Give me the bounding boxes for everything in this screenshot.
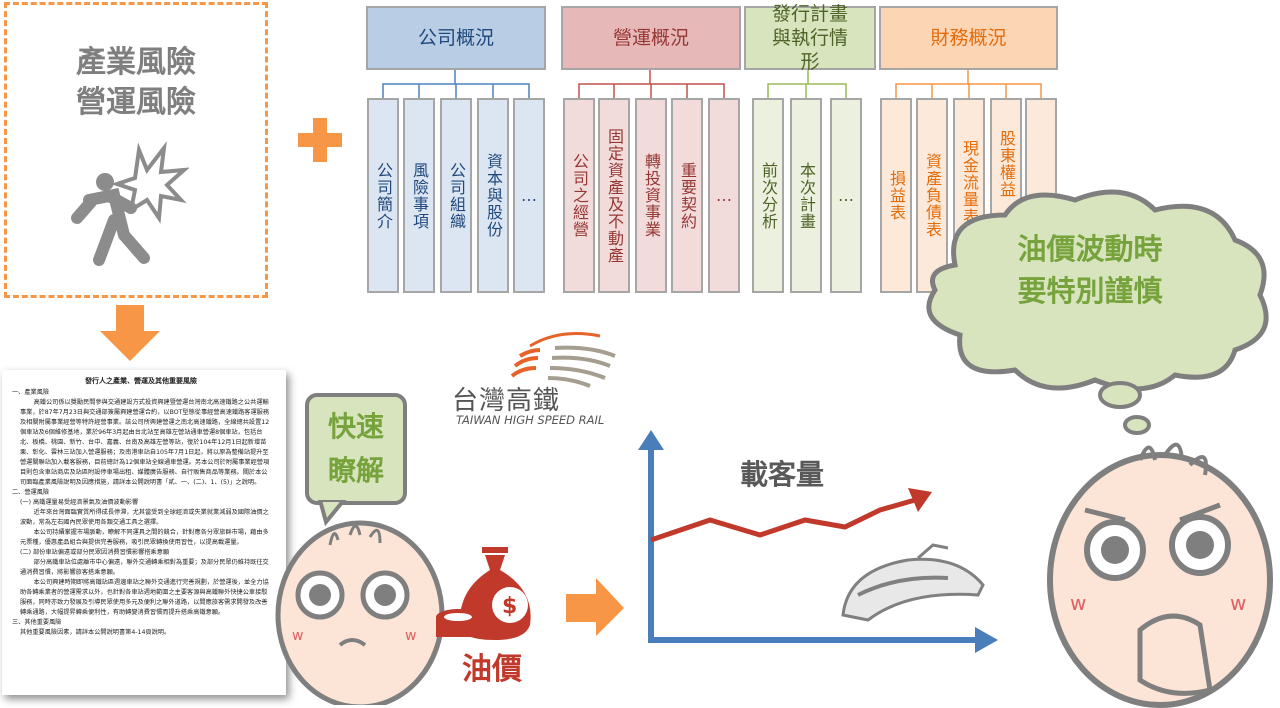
sub-label: … (519, 185, 539, 206)
document-title: 發行人之產業、營運及其他重要風險 (85, 377, 197, 385)
sub-item: 固定資產及不動產 (598, 98, 630, 293)
high-speed-train-icon (841, 543, 985, 622)
section-heading: 一、產業風險 (12, 389, 50, 396)
sub-label: 固定資產及不動產 (605, 127, 624, 264)
sub-label: 現金流量表 (960, 140, 979, 225)
cloud-line-1: 油價波動時 (1017, 232, 1163, 266)
category-issuance-plan: 發行計畫與執行情形 (744, 3, 876, 73)
section-paragraph: 其他重要風險因素，請詳本公開說明書第4-14頁說明。 (20, 629, 171, 636)
sub-item: 公司之經營 (563, 98, 595, 293)
sub-item: 轉投資事業 (635, 98, 667, 293)
chart-label: 載客量 (740, 458, 825, 491)
svg-text:w: w (1070, 591, 1086, 615)
sub-label: 公司組織 (447, 161, 466, 230)
bubble-tail (318, 500, 347, 526)
sub-item: 前次分析 (752, 98, 784, 293)
svg-text:$: $ (502, 594, 517, 619)
sub-item: … (830, 98, 862, 293)
section-paragraph: 本公司興建時期即將高鐵站區週邊車站之聯外交通進行完善規劃，於營運後，並全力協助各… (20, 579, 269, 616)
ridership-line (650, 497, 916, 543)
prospectus-document: 發行人之產業、營運及其他重要風險 一、產業風險 高鐵公司係以獎勵民間參與交通建設… (2, 370, 286, 695)
cloud-line-2: 要特別謹慎 (1017, 274, 1163, 308)
sub-item: 公司組織 (440, 98, 472, 293)
category-title: 財務概況 (930, 27, 1007, 49)
bubble-line-2: 瞭解 (327, 454, 384, 487)
thought-cloud (926, 189, 1269, 435)
risk-box: 產業風險 營運風險 (4, 2, 268, 298)
sub-item: 重要契約 (671, 98, 703, 293)
logo-name: 台灣高鐵 (452, 386, 561, 416)
ridership-chart (638, 430, 998, 653)
logo-english: TAIWAN HIGH SPEED RAIL (456, 413, 605, 427)
svg-text:w: w (1230, 591, 1246, 615)
category-company-overview: 公司概況 (366, 6, 546, 70)
bubble-line-1: 快速 (327, 410, 384, 443)
section-heading: 二、營運風險 (12, 489, 50, 496)
risk-line-2: 營運風險 (76, 85, 196, 120)
sub-label: 公司簡介 (374, 161, 393, 230)
sub-label: 公司之經營 (570, 153, 589, 238)
sub-label: 前次分析 (759, 161, 778, 230)
sub-label: 資本與股份 (484, 153, 503, 238)
oil-price-label: 油價 (462, 652, 522, 687)
category-title: 發行計畫與執行情形 (771, 3, 848, 73)
svg-text:w: w (405, 628, 416, 644)
sub-label: 股東權益 (997, 130, 1016, 198)
sub-label: 資產負債表 (923, 153, 942, 238)
risk-line-1: 產業風險 (76, 45, 196, 80)
section-paragraph: 高鐵公司係以獎勵民間參與交通建設方式投資興建暨營運台灣南北高速鐵路之公共運輸事業… (20, 399, 270, 486)
down-arrow-icon (100, 305, 160, 361)
section-paragraph: 近年來台灣面臨實質所得成長停滯，尤其當受到全球經濟或失業就業減弱及國際油價之波動… (20, 509, 269, 526)
sub-label: 損益表 (887, 170, 906, 221)
sub-item: 損益表 (880, 98, 912, 293)
sub-item: 資產負債表 (916, 98, 948, 293)
sub-item: … (708, 98, 740, 293)
sub-label: 風險事項 (410, 161, 429, 230)
category-operations-overview: 營運概況 (561, 6, 741, 70)
thsr-logo-icon (510, 332, 616, 388)
speech-bubble: 快速 瞭解 (305, 393, 407, 505)
sub-item: 公司簡介 (367, 98, 399, 293)
svg-text:w: w (292, 628, 303, 644)
falling-person-icon (71, 140, 189, 266)
connector-lines (382, 70, 1042, 98)
sub-label: 本次計畫 (797, 161, 816, 230)
risk-title: 產業風險 營運風險 (7, 43, 265, 123)
right-arrow-icon (566, 578, 624, 636)
plus-icon (298, 118, 342, 162)
x-axis-arrow (975, 627, 998, 653)
sub-label: 轉投資事業 (642, 153, 661, 238)
category-title: 公司概況 (417, 27, 494, 49)
sub-item: 資本與股份 (477, 98, 509, 293)
cloud-text: 油價波動時 要特別謹慎 (955, 228, 1225, 312)
category-financial-overview: 財務概況 (879, 6, 1058, 70)
y-axis-arrow (638, 430, 664, 450)
sub-label: 重要契約 (678, 161, 697, 230)
section-paragraph: 部分高鐵車站位處離市中心偏遠，聯外交通轉乘相對為重要；及部分民眾仍維持既往交通消… (20, 559, 269, 576)
section-heading: 三、其他重要風險 (12, 619, 62, 626)
money-bag-icon: $ (436, 547, 531, 640)
section-paragraph: 本公司持續掌握市場脈動，瞭解不同運具之間的競合，針對應各分眾旅群市場，藉由多元票… (20, 529, 269, 546)
subsection-heading: (一) 高鐵運量易受經濟景氣及油價波動影響 (20, 499, 139, 506)
sub-item: 本次計畫 (790, 98, 822, 293)
sub-label: … (714, 185, 734, 206)
sub-label: … (836, 185, 856, 206)
ridership-arrowhead (908, 488, 932, 512)
category-title: 營運概況 (612, 27, 689, 49)
subsection-heading: (二) 部份車站偏遠或部分民眾因消費習慣影響搭乘意願 (20, 549, 170, 556)
sub-item: 風險事項 (403, 98, 435, 293)
sub-item: … (513, 98, 545, 293)
